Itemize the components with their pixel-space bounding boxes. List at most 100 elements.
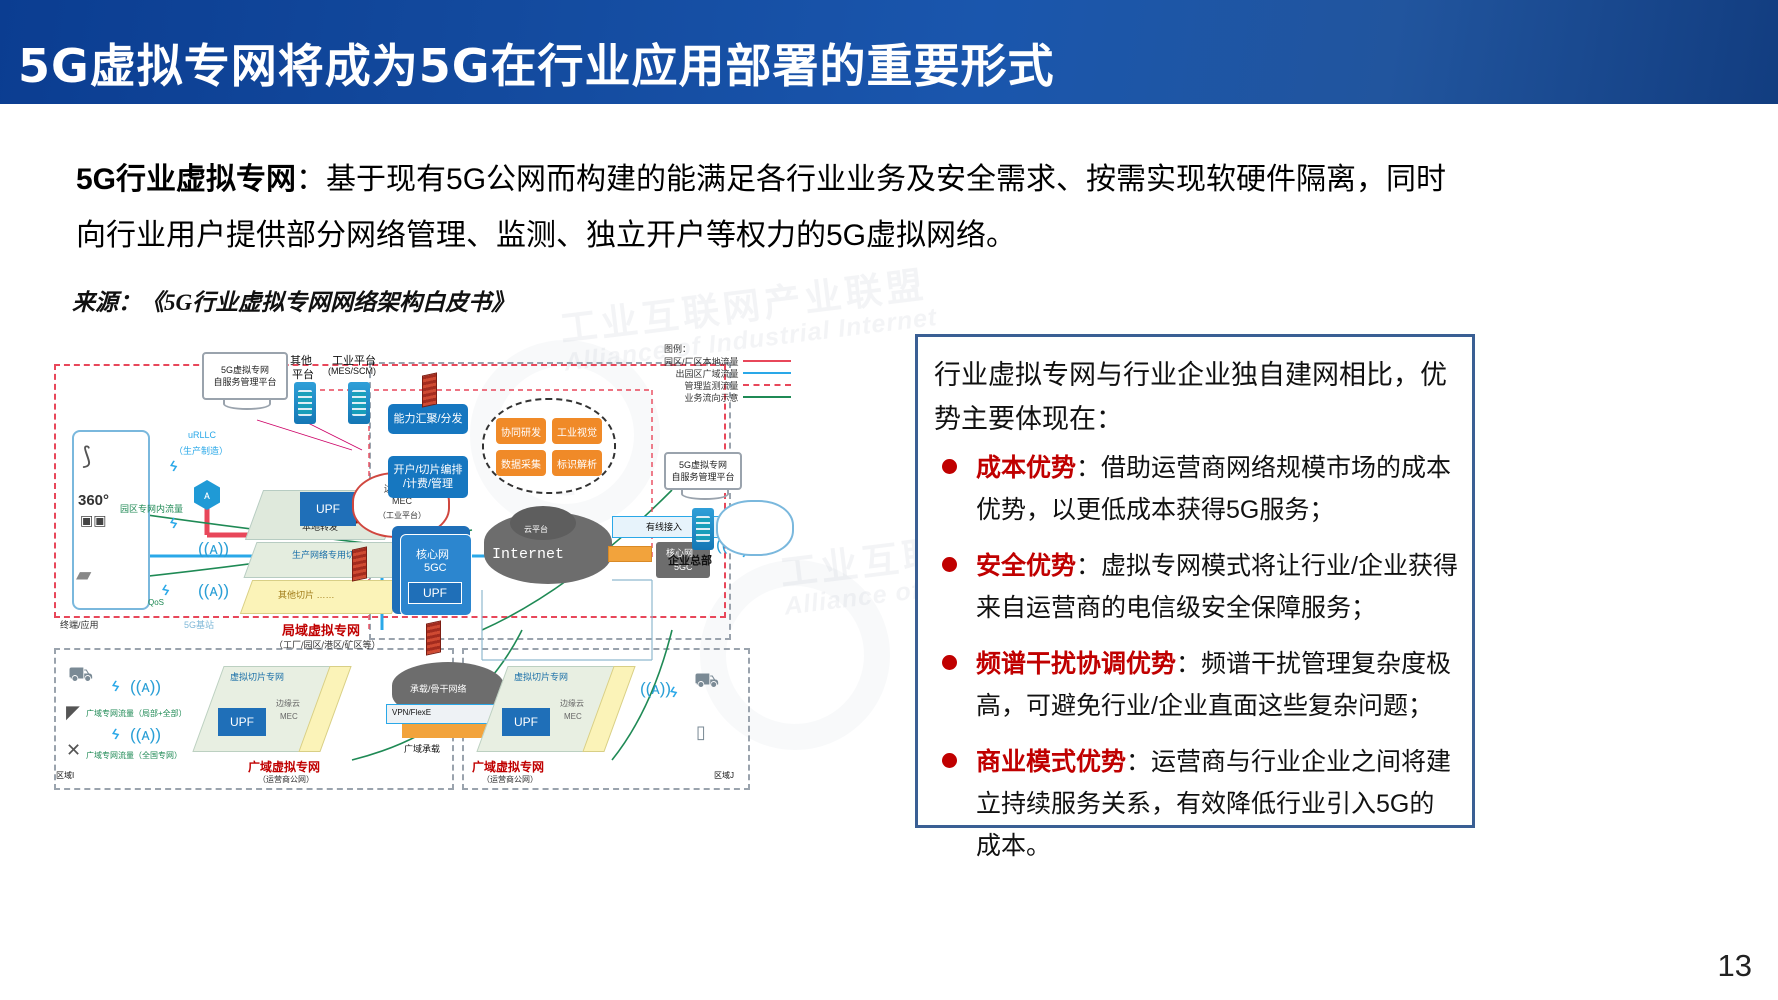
legend-swatch-icon xyxy=(742,396,791,398)
legend-label: 园区/厂区本地流量 xyxy=(664,356,739,367)
other-platform-label-1: 其他 xyxy=(290,355,312,367)
app-node-industrial-vision: 工业视觉 xyxy=(552,418,602,444)
urllc-label: uRLLC xyxy=(188,430,217,440)
legend-label: 管理监测流量 xyxy=(684,380,739,391)
wan-left-subcaption: （运营商公网） xyxy=(258,775,314,784)
cctv-camera-icon: ◤ xyxy=(66,702,80,722)
antenna-icon: ((ᴀ)) xyxy=(130,725,162,744)
bullet-text: ：运营商与行业企业之间将建立持续服务关系，有效降低行业引入5G的成本。 xyxy=(976,748,1452,860)
robot-arm-icon: ⟆ xyxy=(82,443,92,470)
definition-body: ：基于现有5G公网而构建的能满足各行业业务及安全需求、按需实现软硬件隔离，同时向… xyxy=(76,163,1447,252)
bullet-keyword: 商业模式优势 xyxy=(976,748,1127,776)
slice-prod-label: 生产网络专用切片 xyxy=(292,550,365,560)
app-node-data-collection: 数据采集 xyxy=(496,450,546,476)
other-platform-label-2: 平台 xyxy=(292,369,314,381)
antenna-icon: ((ᴀ)) xyxy=(640,679,672,698)
antenna-icon: ((ᴀ)) xyxy=(198,581,230,600)
slice-other-label: 其他切片 …… xyxy=(278,590,335,600)
local-forward-label: 本地转发 xyxy=(302,522,339,532)
bullet-keyword: 频谱干扰协调优势 xyxy=(976,650,1177,678)
hq-label: 企业总部 xyxy=(668,555,712,567)
legend-item: 园区/厂区本地流量 xyxy=(664,355,791,367)
antenna-icon: ((ᴀ)) xyxy=(198,539,230,558)
industry-platform-label-2: (MES/SCM) xyxy=(328,366,376,376)
bullet-text: ：虚拟专网模式将让行业/企业获得来自运营商的电信级安全保障服务； xyxy=(976,552,1458,622)
local-traffic-label: 园区专网内流量 xyxy=(120,504,184,514)
app-node-collab-rd: 协同研发 xyxy=(496,418,546,444)
definition-paragraph: 5G行业虚拟专网：基于现有5G公网而构建的能满足各行业业务及安全需求、按需实现软… xyxy=(76,152,1456,264)
bullet-dot-icon xyxy=(942,753,957,768)
diagram-legend: 图例： 园区/厂区本地流量 出园区广域流量 管理监测流量 业务流向示意 xyxy=(664,342,791,403)
antenna-icon: ((ᴀ)) xyxy=(130,677,162,696)
vr-goggles-icon: ▣▣ xyxy=(80,512,107,528)
legend-label: 业务流向示意 xyxy=(684,392,739,403)
wan-left-edge-cloud-label: 边缘云 xyxy=(276,699,300,708)
advantages-callout-box: 行业虚拟专网与行业企业独自建网相比，优势主要体现在： 成本优势：借助运营商网络规… xyxy=(915,334,1475,860)
wired-access-label: 有线接入 xyxy=(646,522,683,532)
hq-monitor-line-1: 5G虚拟专网 xyxy=(678,460,727,470)
hq-self-service-portal-monitor: 5G虚拟专网 自服务管理平台 xyxy=(664,452,742,500)
core-net-label-2: 5GC xyxy=(424,562,447,574)
advantages-bullet-list: 成本优势：借助运营商网络规模市场的成本优势，以更低成本获得5G服务； 安全优势：… xyxy=(934,447,1458,867)
bullet-dot-icon xyxy=(942,655,957,670)
qos-label: QoS xyxy=(148,598,165,607)
legend-swatch-icon xyxy=(742,384,791,386)
wan-right-subcaption: （运营商公网） xyxy=(482,775,538,784)
bullet-keyword: 安全优势 xyxy=(976,552,1077,580)
wan-traffic-label-2: 广域专网流量（全国专网） xyxy=(86,751,182,760)
wan-left-region-label: 区域I xyxy=(56,771,75,780)
legend-item: 出园区广域流量 xyxy=(664,367,791,379)
core-upf-node: UPF xyxy=(408,582,462,604)
monitor-line-1: 5G虚拟专网 xyxy=(220,365,269,375)
cloud-platform-label: 云平台 xyxy=(524,525,548,534)
wan-left-caption: 广域虚拟专网 xyxy=(248,760,321,774)
provisioning-orchestration-node: 开户/切片编排 /计费/管理 xyxy=(388,456,468,498)
mec-platform-label: （工业平台） xyxy=(378,511,426,520)
application-cloud-bubble xyxy=(482,398,616,494)
source-citation: 来源：《5G行业虚拟专网网络架构白皮书》 xyxy=(72,290,515,315)
legend-swatch-icon xyxy=(742,360,791,362)
definition-lead: 5G行业虚拟专网 xyxy=(76,163,297,196)
hq-cloud-bubble xyxy=(716,500,794,556)
capability-aggregation-node: 能力汇聚/分发 xyxy=(388,404,468,434)
firewall-icon xyxy=(422,372,437,408)
camera-360-icon: 360° xyxy=(78,492,110,509)
agv-vehicle-icon: ▰ xyxy=(76,564,92,586)
urllc-sublabel: （生产制造） xyxy=(174,446,229,456)
vehicle-icon: ⛟ xyxy=(68,664,94,686)
list-item: 频谱干扰协调优势：频谱干扰管理复杂度极高，可避免行业/企业直面这些复杂问题； xyxy=(934,643,1458,727)
industry-platform-server-icon xyxy=(348,382,370,424)
terminal-label: 终端/应用 xyxy=(60,620,99,630)
slide-title-banner: 5G虚拟专网将成为5G在行业应用部署的重要形式 xyxy=(0,0,1778,104)
mec-label: MEC xyxy=(392,496,412,506)
drone-icon: ✕ xyxy=(66,740,82,760)
wan-right-region-label: 区域J xyxy=(714,771,734,780)
wan-right-edge-cloud-label: 边缘云 xyxy=(560,699,584,708)
upf-node-lan: UPF xyxy=(300,492,356,526)
vpn-flexe-label: VPN/FlexE xyxy=(392,708,432,717)
core-5gc-label-2: 5GC xyxy=(674,562,693,572)
gear-watermark-icon-2 xyxy=(700,560,890,750)
network-architecture-diagram: 图例： 园区/厂区本地流量 出园区广域流量 管理监测流量 业务流向示意 ⟆ 36… xyxy=(52,330,892,800)
list-item: 商业模式优势：运营商与行业企业之间将建立持续服务关系，有效降低行业引入5G的成本… xyxy=(934,741,1458,867)
mgmt-line-2: /计费/管理 xyxy=(402,478,454,490)
legend-label: 出园区广域流量 xyxy=(675,368,739,379)
base-station-label: 5G基站 xyxy=(184,620,215,630)
core-net-label-1: 核心网 xyxy=(416,549,449,561)
legend-item: 业务流向示意 xyxy=(664,391,791,403)
hq-server-icon xyxy=(692,508,714,550)
app-node-identity-resolution: 标识解析 xyxy=(552,450,602,476)
bullet-dot-icon xyxy=(942,459,957,474)
self-service-portal-monitor: 5G虚拟专网 自服务管理平台 xyxy=(202,352,288,410)
mobile-device-icon: ▯ xyxy=(696,722,706,742)
bullet-dot-icon xyxy=(942,557,957,572)
backbone-label: 承载/骨干网络 xyxy=(410,684,467,694)
wan-right-caption: 广域虚拟专网 xyxy=(472,760,545,774)
core-5gc-label-1: 核心网 xyxy=(666,548,694,558)
legend-item: 管理监测流量 xyxy=(664,379,791,391)
backbone-caption: 广域承载 xyxy=(404,744,441,754)
industry-platform-label-1: 工业平台 xyxy=(332,355,376,367)
firewall-icon xyxy=(426,620,441,656)
page-number: 13 xyxy=(1717,948,1752,983)
vehicle-icon: ⛟ xyxy=(694,670,720,692)
